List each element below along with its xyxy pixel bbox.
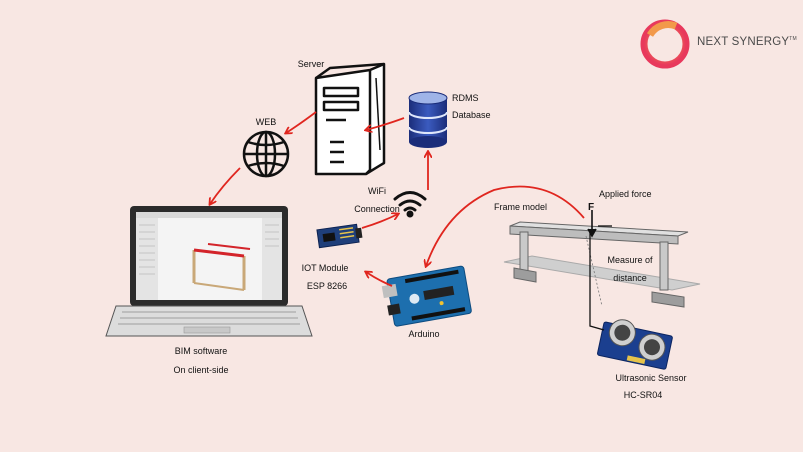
distance-label-line2: distance — [613, 273, 647, 283]
database-label-line2: Database — [452, 110, 491, 120]
sensor-label-line2: HC-SR04 — [623, 390, 663, 400]
ultrasonic-sensor-icon — [597, 319, 673, 370]
wifi-label-line2: Connection — [354, 204, 400, 214]
force-symbol: F — [588, 202, 595, 213]
web-label: WEB — [255, 117, 277, 127]
distance-label-line1: Measure of — [607, 255, 653, 265]
wifi-icon — [393, 191, 427, 218]
laptop-label-line1: BIM software — [174, 346, 228, 356]
database-label-line1: RDMS — [452, 93, 479, 103]
frame-model-label: Frame model — [494, 202, 548, 212]
arrow-sensor-to-arduino — [426, 185, 585, 267]
applied-force-arrow — [587, 210, 597, 238]
server-icon — [314, 62, 386, 176]
server-label: Server — [297, 59, 325, 69]
arduino-board-icon — [381, 265, 472, 327]
laptop-label-line2: On client-side — [173, 365, 229, 375]
bim-frame-model — [192, 243, 251, 291]
sensor-label-line1: Ultrasonic Sensor — [615, 373, 687, 383]
brand-name: NEXT SYNERGYTM — [697, 36, 797, 48]
arrow-web-to-laptop — [210, 167, 241, 204]
connection-arrows — [210, 111, 585, 287]
arduino-label: Arduino — [408, 329, 440, 339]
brand-logo-icon — [640, 19, 690, 69]
frame-model-icon — [503, 221, 701, 308]
applied-force-label: Applied force — [599, 189, 652, 199]
esp8266-module-icon — [316, 223, 363, 249]
wifi-label-line1: WiFi — [368, 186, 386, 196]
laptop-icon — [105, 206, 313, 337]
database-icon — [408, 91, 448, 148]
arrow-arduino-to-iot — [366, 272, 393, 287]
arrow-server-to-web — [286, 111, 317, 133]
arrow-iot-to-wifi — [361, 214, 398, 229]
arrow-database-to-server — [366, 117, 405, 130]
web-globe-icon — [242, 130, 290, 178]
sensor-wire — [589, 225, 612, 331]
iot-label-line1: IOT Module — [301, 263, 349, 273]
iot-label-line2: ESP 8266 — [306, 281, 348, 291]
